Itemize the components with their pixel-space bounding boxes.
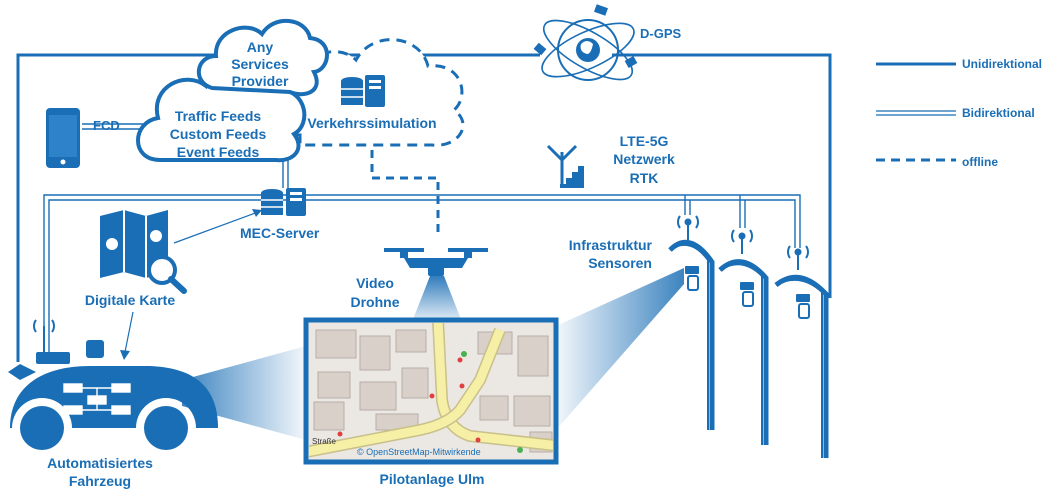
cloud-service-line3: Provider <box>232 73 289 89</box>
mec-label: MEC-Server <box>240 225 320 241</box>
antenna-icon <box>677 215 809 270</box>
infra-label-line2: Sensoren <box>588 255 652 271</box>
vehicle-label-line1: Automatisiertes <box>47 455 153 471</box>
drone-label-line1: Video <box>356 275 394 291</box>
dgps-globe-icon <box>541 19 635 81</box>
satellite-icon <box>533 4 638 68</box>
backbone-2 <box>48 199 796 362</box>
backbone-1 <box>43 194 801 362</box>
digital-map-icon <box>100 210 187 294</box>
map-street-label: Straße <box>312 437 337 446</box>
map-credit: © OpenStreetMap-Mitwirkende <box>357 447 481 457</box>
traffic-sim-label: Verkehrssimulation <box>307 115 436 131</box>
pilot-map: Straße © OpenStreetMap-Mitwirkende <box>303 317 559 465</box>
cloud-service-line1: Any <box>247 39 274 55</box>
pilot-label: Pilotanlage Ulm <box>379 471 484 487</box>
legend-uni-label: Unidirektional <box>962 57 1042 71</box>
server-icon <box>341 75 385 107</box>
router-antenna-icon <box>33 319 55 352</box>
services-cloud <box>196 18 329 97</box>
legend-offline-label: offline <box>962 155 998 169</box>
vehicle-sensor-beam <box>182 346 306 440</box>
legend-bi-label: Bidirektional <box>962 106 1035 120</box>
cloud-feeds-line2: Custom Feeds <box>170 126 267 142</box>
vehicle-icon <box>8 340 218 458</box>
cloud-group <box>136 18 465 163</box>
digital-map-label: Digitale Karte <box>85 292 175 308</box>
cloud-feeds-line3: Event Feeds <box>177 144 260 160</box>
link-sim-drone <box>370 150 440 238</box>
lte-antenna-icon <box>546 144 584 188</box>
drone-camera-beam <box>412 276 462 322</box>
sensor-camera-icon <box>685 266 810 319</box>
link-dgps-infra <box>612 53 832 298</box>
connection-lines <box>16 53 832 362</box>
fcd-label: FCD <box>93 118 120 133</box>
vehicle-label-line2: Fahrzeug <box>69 473 131 489</box>
infrastructure-poles <box>668 239 829 458</box>
link-map-vehicle <box>124 311 134 353</box>
mec-server-icon <box>261 188 306 216</box>
cloud-service-line2: Services <box>231 56 289 72</box>
lte-label-line1: LTE-5G <box>620 133 669 149</box>
link-vehicle-cloud <box>16 53 215 362</box>
drone-label-line2: Drohne <box>351 294 400 310</box>
legend: Unidirektional Bidirektional offline <box>876 57 1042 169</box>
link-infra-1 <box>684 195 691 215</box>
lte-label-line3: RTK <box>630 170 659 186</box>
link-fcd <box>82 123 150 130</box>
link-infra-2 <box>739 195 746 228</box>
link-map-mec <box>173 211 259 244</box>
lte-label-line2: Netzwerk <box>613 151 675 167</box>
infra-sensor-beam <box>556 268 684 430</box>
cloud-feeds-line1: Traffic Feeds <box>175 108 262 124</box>
dgps-label: D-GPS <box>640 26 682 41</box>
phone-icon <box>46 108 80 168</box>
drone-icon <box>384 248 488 276</box>
infra-label-line1: Infrastruktur <box>569 237 653 253</box>
